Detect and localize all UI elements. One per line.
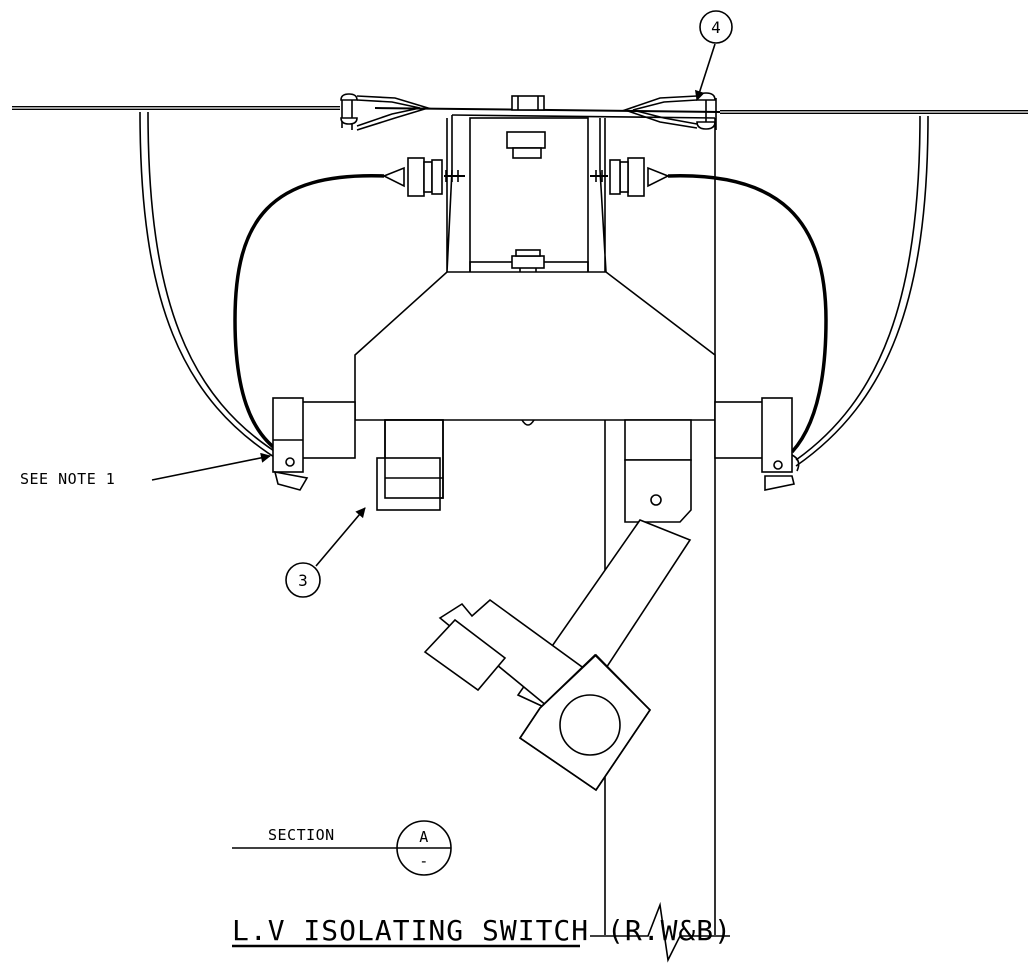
section-sheet: - bbox=[419, 852, 429, 870]
left-insulator bbox=[382, 157, 465, 197]
balloon-4-number: 4 bbox=[711, 18, 721, 37]
section-letter: A bbox=[419, 828, 429, 846]
section-word: SECTION bbox=[268, 826, 335, 844]
right-strain-clamp bbox=[622, 92, 717, 130]
see-note-label: SEE NOTE 1 bbox=[20, 470, 115, 488]
drawing-title: L.V ISOLATING SWITCH (R.W&B) bbox=[232, 914, 732, 947]
right-outer-arc bbox=[795, 115, 929, 467]
cross-arm bbox=[272, 397, 800, 491]
note-1-leader bbox=[151, 452, 271, 481]
balloon-3-leader bbox=[315, 507, 366, 567]
balloon-3 bbox=[285, 562, 321, 598]
section-callout bbox=[232, 820, 452, 876]
right-insulator bbox=[590, 157, 670, 197]
right-jumper-lead bbox=[667, 174, 828, 454]
switch-body bbox=[354, 271, 716, 426]
balloon-4 bbox=[699, 10, 733, 44]
lower-left-block bbox=[376, 419, 444, 511]
left-jumper-lead bbox=[233, 174, 385, 454]
left-outer-arc bbox=[139, 111, 283, 463]
top-bolt bbox=[511, 95, 545, 111]
overhead-conductor bbox=[12, 106, 1028, 114]
operating-arm bbox=[423, 419, 692, 792]
balloon-3-number: 3 bbox=[298, 571, 308, 590]
left-strain-clamp bbox=[340, 93, 431, 131]
balloon-4-leader bbox=[694, 43, 716, 101]
